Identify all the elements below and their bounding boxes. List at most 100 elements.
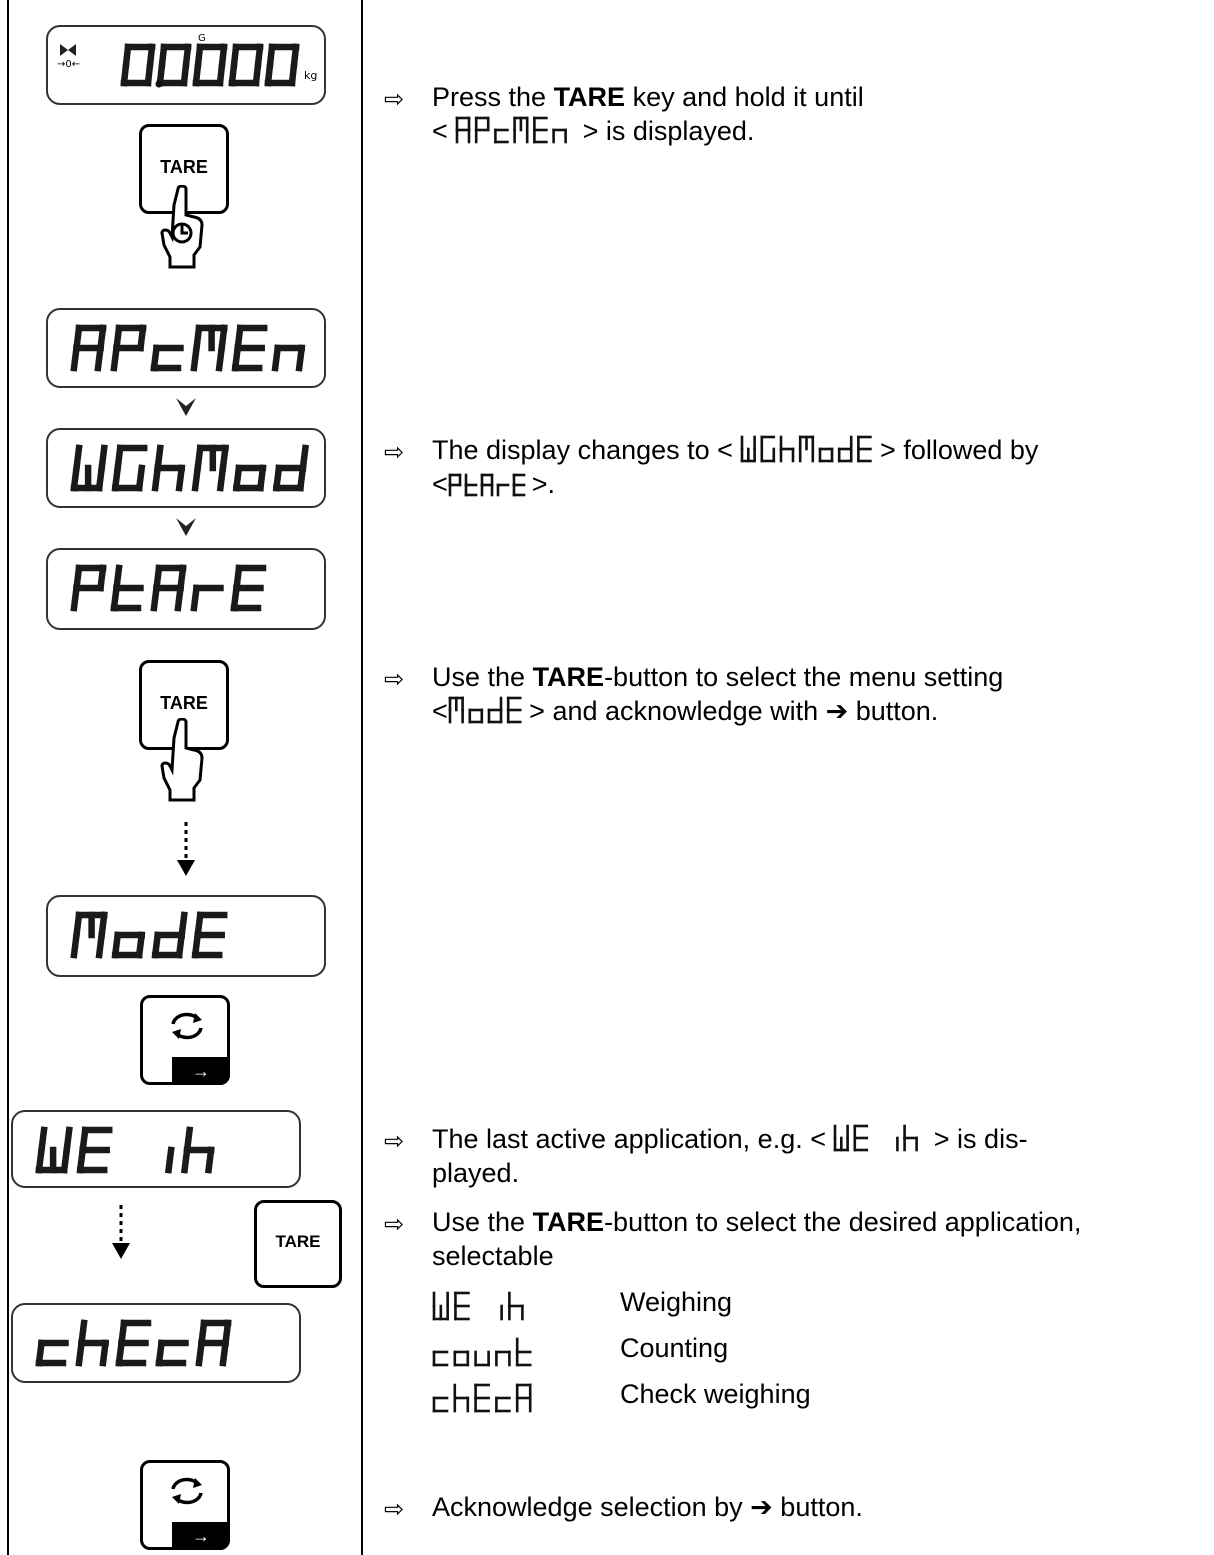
lcd-segment (76, 1146, 87, 1174)
lcd-segment (98, 444, 108, 472)
bullet-arrow-icon: ⇨ (384, 1128, 405, 1155)
lcd-segment (256, 464, 267, 492)
lcd-segment (135, 464, 146, 492)
svg-text:→0←: →0← (57, 59, 80, 70)
cycle-icon (171, 1012, 203, 1040)
lcd-segment (60, 1146, 71, 1174)
step-3-text: Use the TARE-button to select the menu s… (432, 662, 1004, 726)
application-label: Check weighing (620, 1379, 811, 1409)
step-6-text: Acknowledge selection by ➔ button. (432, 1492, 863, 1522)
step-1-text: Press the TARE key and hold it until < A… (432, 82, 864, 146)
lcd-segment (271, 344, 282, 372)
cycle-enter-button[interactable]: → (140, 995, 230, 1085)
lcd-segment (94, 344, 105, 372)
lcd-segment (192, 324, 203, 352)
arrow-right-icon: → (172, 1057, 230, 1085)
application-code: count (432, 1337, 540, 1367)
bullet-arrow-icon: ⇨ (384, 439, 405, 466)
lcd-segment (295, 344, 306, 372)
lcd-segment (72, 564, 83, 592)
lcd-segment (70, 344, 81, 372)
column-divider (361, 0, 363, 1555)
lcd-segment (99, 1339, 110, 1367)
dotted-arrow-down-icon (177, 822, 195, 876)
bullet-arrow-icon: ⇨ (384, 86, 405, 113)
lcd-segment (152, 564, 163, 592)
lcd-segment (216, 464, 227, 492)
lcd-segment (219, 1339, 230, 1367)
cycle-enter-button[interactable]: → (140, 1460, 230, 1550)
lcd-segment (151, 464, 162, 492)
application-label: Counting (620, 1333, 729, 1363)
step-5-text: Use the TARE-button to select the desire… (432, 1207, 1082, 1271)
lcd-segment (232, 464, 243, 492)
step-4-text: The last active application, e.g. < WE i… (432, 1124, 1028, 1188)
lcd-segment (150, 344, 161, 372)
lcd-segment (117, 1319, 128, 1347)
lcd-segment (296, 464, 307, 492)
lcd-segment (115, 1339, 126, 1367)
lcd-segment (299, 444, 310, 472)
lcd-segment (195, 1339, 206, 1367)
press-hand-icon (160, 718, 204, 802)
lcd-segment (72, 444, 83, 472)
lcd-segment (79, 1126, 89, 1154)
display-check (11, 1303, 301, 1383)
lcd-segment (230, 43, 240, 69)
lcd-segment (70, 464, 81, 492)
weight-display: →0← G kg (46, 25, 326, 105)
lcd-segment (98, 911, 108, 939)
display-apcmen (46, 308, 326, 388)
tare-button[interactable]: TARE (254, 1200, 342, 1288)
lcd-segment (110, 584, 121, 612)
arrow-right-icon: → (172, 1522, 230, 1550)
lcd-segment (175, 931, 186, 959)
lcd-segment (72, 911, 83, 939)
lcd-segment (35, 1339, 46, 1367)
list-item: count Counting (432, 1331, 1192, 1371)
lcd-segment (135, 931, 146, 959)
lcd-segment (95, 464, 106, 492)
lcd-segment (194, 43, 204, 69)
lcd-segment (204, 1146, 215, 1174)
chevron-down-icon (176, 398, 196, 416)
application-code: chEcK (432, 1383, 540, 1413)
svg-text:kg: kg (304, 69, 317, 82)
lcd-segment (122, 43, 132, 69)
application-code: WE ih (432, 1291, 532, 1321)
list-item: chEcK Check weighing (432, 1377, 1192, 1417)
display-weih (11, 1110, 301, 1188)
lcd-segment (75, 1339, 86, 1367)
lcd-segment (197, 1319, 208, 1347)
bullet-arrow-icon: ⇨ (384, 1496, 405, 1523)
lcd-segment (190, 584, 201, 612)
lcd-segment (219, 444, 230, 472)
display-wghmod (46, 428, 326, 508)
lcd-segment (194, 911, 204, 939)
svg-text:G: G (198, 33, 206, 44)
lcd-segment (158, 43, 168, 69)
lcd-segment (232, 564, 243, 592)
lcd-segment (215, 344, 226, 372)
lcd-segment (70, 584, 81, 612)
press-and-hold-hand-icon (160, 185, 204, 269)
application-label: Weighing (620, 1287, 733, 1317)
chevron-down-icon (176, 518, 196, 536)
lcd-segment (114, 444, 124, 472)
lcd-segment (164, 1146, 175, 1174)
lcd-segment (176, 564, 187, 592)
lcd-segment (110, 344, 121, 372)
lcd-segment (63, 1126, 73, 1154)
zero-indicator-icon: →0← (57, 44, 80, 70)
lcd-segment (234, 324, 244, 352)
lcd-segment (72, 324, 83, 352)
lcd-segment (136, 324, 147, 352)
lcd-segment (183, 1126, 194, 1154)
left-border (7, 0, 9, 1555)
lcd-segment (111, 931, 122, 959)
lcd-segment (70, 931, 81, 959)
lcd-segment (174, 584, 185, 612)
lcd-segment (155, 1339, 166, 1367)
lcd-segment (231, 344, 242, 372)
lcd-segment (112, 564, 123, 592)
